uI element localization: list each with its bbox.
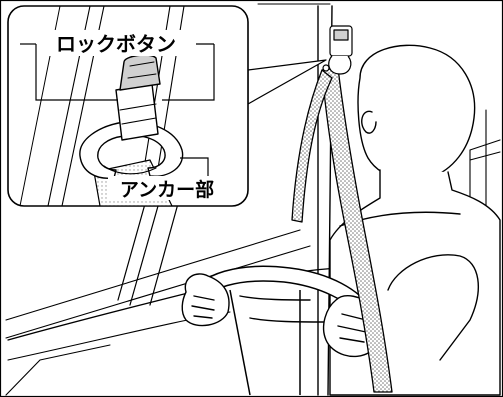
lock-button-leader [20, 43, 215, 101]
driver-head [357, 44, 476, 181]
shoulder-belt [291, 67, 393, 393]
anchor-label-bg [108, 176, 226, 200]
driver-ear [361, 110, 377, 134]
lock-button [119, 54, 161, 91]
anchor-leader [180, 157, 209, 176]
inset-view: ロックボタン アンカー部 [7, 5, 249, 207]
left-hand [181, 273, 230, 327]
anchor-label: アンカー部 [120, 178, 214, 201]
pillar-anchor [322, 25, 353, 75]
lock-button-label: ロックボタン [56, 32, 176, 56]
anchor-body [115, 83, 159, 141]
lock-label-bg [40, 30, 194, 56]
